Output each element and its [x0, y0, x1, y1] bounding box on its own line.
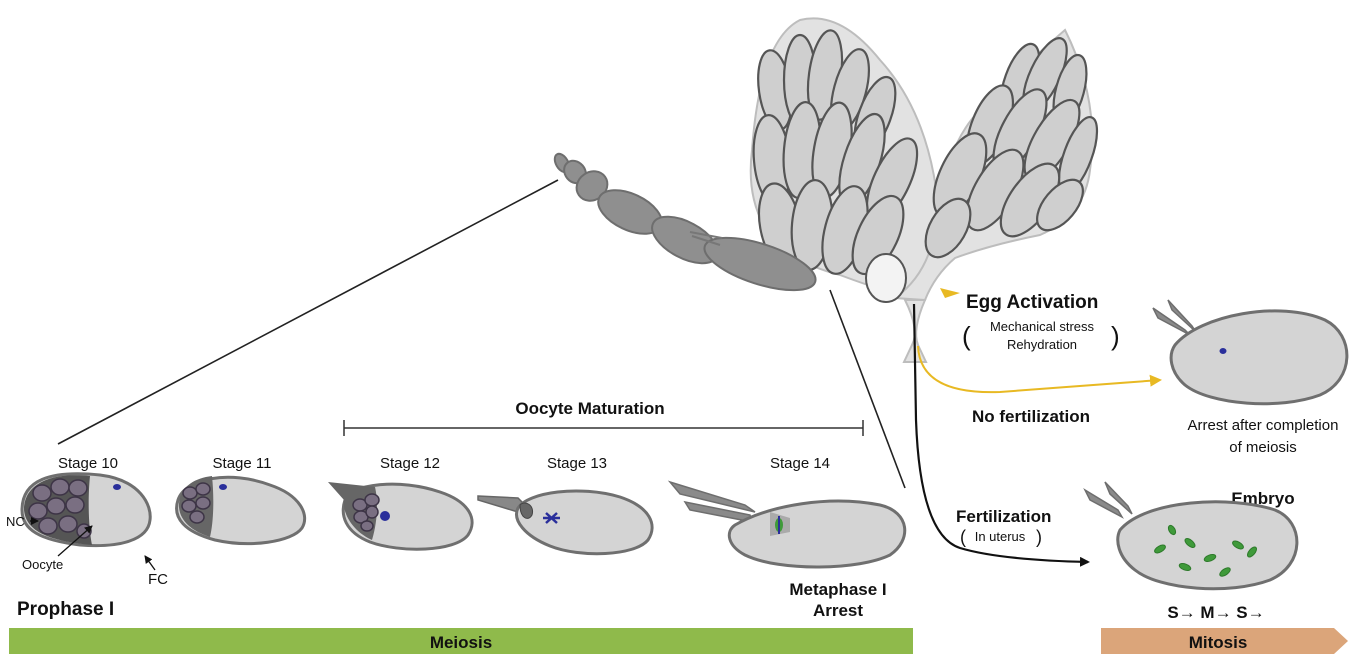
egg-activation-title: Egg Activation	[966, 292, 1098, 313]
egg-chamber-stage-13	[478, 491, 652, 554]
arrest-result-line1: Arrest after completion	[1188, 417, 1339, 434]
stage-11-label: Stage 11	[213, 455, 272, 472]
nc-label: NC	[6, 514, 25, 529]
unfertilized-egg	[1153, 300, 1347, 404]
fertilization-paren-close: )	[1036, 527, 1042, 547]
stage-14-label: Stage 14	[770, 455, 830, 472]
zoom-line-right	[830, 290, 905, 488]
activation-paren-open: (	[962, 321, 971, 351]
activation-line1: Mechanical stress	[990, 319, 1095, 334]
no-fertilization-arrow	[918, 346, 1160, 392]
fertilization-paren-open: (	[960, 527, 966, 547]
activation-arrowhead	[940, 288, 960, 298]
fc-arrow	[145, 556, 155, 570]
mitosis-label: Mitosis	[1189, 633, 1248, 652]
cell-cycle-label: S→ M→ S→	[1167, 603, 1264, 622]
zoom-line-left	[58, 180, 558, 444]
oocyte-nucleus	[113, 484, 121, 490]
mature-egg	[866, 254, 906, 302]
right-ovarioles	[916, 32, 1104, 264]
egg-chamber-stage-11	[177, 476, 305, 544]
arrest-result-line2: of meiosis	[1229, 439, 1297, 456]
fertilization-label: Fertilization	[956, 507, 1051, 526]
egg-chamber-stage-12	[328, 482, 472, 549]
activation-paren-close: )	[1111, 321, 1120, 351]
stage-12-label: Stage 12	[380, 455, 440, 472]
maturation-bracket	[344, 420, 863, 436]
metaphase-label-line1: Metaphase I	[789, 580, 886, 599]
metaphase-label-line2: Arrest	[813, 601, 863, 620]
fc-label: FC	[148, 571, 168, 588]
fertilization-sub: In uterus	[975, 529, 1026, 544]
egg-chamber-stage-14	[670, 482, 905, 567]
stage-13-label: Stage 13	[547, 455, 607, 472]
activation-line2: Rehydration	[1007, 337, 1077, 352]
meiosis-label: Meiosis	[430, 633, 492, 652]
prophase-label: Prophase I	[17, 599, 114, 620]
no-fertilization-label: No fertilization	[972, 407, 1090, 426]
stage-10-label: Stage 10	[58, 455, 118, 472]
oocyte-label: Oocyte	[22, 557, 63, 572]
oocyte-maturation-label: Oocyte Maturation	[515, 399, 664, 418]
egg-chamber-stage-10	[22, 474, 150, 546]
